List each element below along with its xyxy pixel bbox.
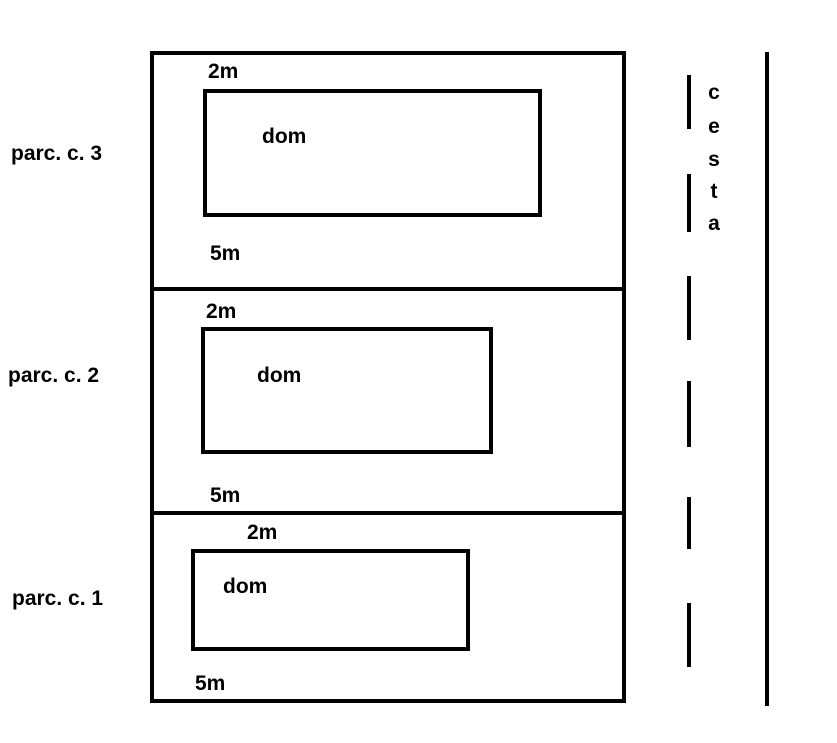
setback-top-label-3: 2m bbox=[208, 60, 239, 83]
parcel-divider-2-1 bbox=[150, 511, 626, 515]
parcel-label-2: parc. c. 2 bbox=[8, 364, 100, 387]
setback-top-label-1: 2m bbox=[247, 521, 278, 544]
house-outline-2 bbox=[201, 327, 493, 454]
road-label-letter: t bbox=[710, 180, 718, 203]
setback-bottom-label-1: 5m bbox=[195, 672, 226, 695]
parcel-label-1: parc. c. 1 bbox=[12, 587, 104, 610]
road-label-letter: e bbox=[708, 115, 720, 138]
house-label-2: dom bbox=[257, 364, 302, 387]
road-centerline-dash bbox=[687, 603, 691, 667]
house-outline-3 bbox=[203, 89, 542, 217]
road-centerline-dash bbox=[687, 174, 691, 232]
road-label-letter: a bbox=[708, 212, 720, 235]
road-centerline-dash bbox=[687, 497, 691, 549]
parcel-divider-3-2 bbox=[150, 287, 626, 291]
house-label-3: dom bbox=[262, 125, 307, 148]
road-label-letter: s bbox=[708, 148, 720, 171]
road-centerline-dash bbox=[687, 276, 691, 340]
setback-bottom-label-2: 5m bbox=[210, 484, 241, 507]
road-label-letter: c bbox=[708, 81, 720, 104]
road-centerline-dash bbox=[687, 381, 691, 447]
parcel-label-3: parc. c. 3 bbox=[11, 142, 103, 165]
house-outline-1 bbox=[191, 549, 470, 651]
setback-bottom-label-3: 5m bbox=[210, 242, 241, 265]
setback-top-label-2: 2m bbox=[206, 300, 237, 323]
house-label-1: dom bbox=[223, 575, 268, 598]
road-centerline-dash bbox=[687, 75, 691, 129]
road-edge-line bbox=[765, 52, 769, 706]
plot-boundary bbox=[150, 51, 626, 703]
